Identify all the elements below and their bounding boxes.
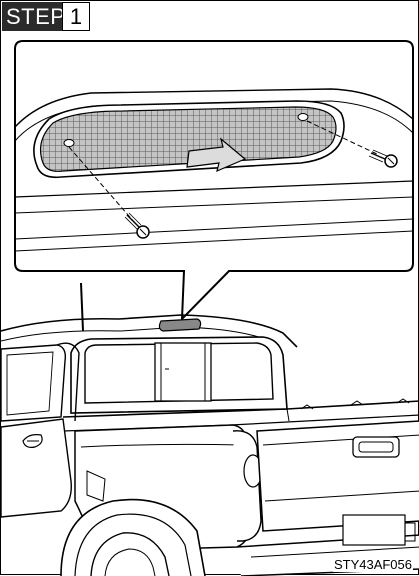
antenna — [81, 283, 83, 331]
callout-balloon — [15, 41, 413, 319]
side-window — [1, 345, 65, 421]
figure-code: STY43AF056 — [333, 557, 413, 572]
right-screw-hole — [298, 114, 308, 121]
left-screw-hole — [64, 140, 74, 147]
detail-callout — [15, 41, 413, 319]
sliding-window — [155, 343, 211, 401]
tailgate-handle — [353, 437, 399, 457]
license-plate-recess — [343, 515, 405, 545]
high-mount-stop-lamp — [159, 319, 200, 331]
truck-illustration — [1, 283, 419, 576]
cab-side — [1, 419, 71, 517]
